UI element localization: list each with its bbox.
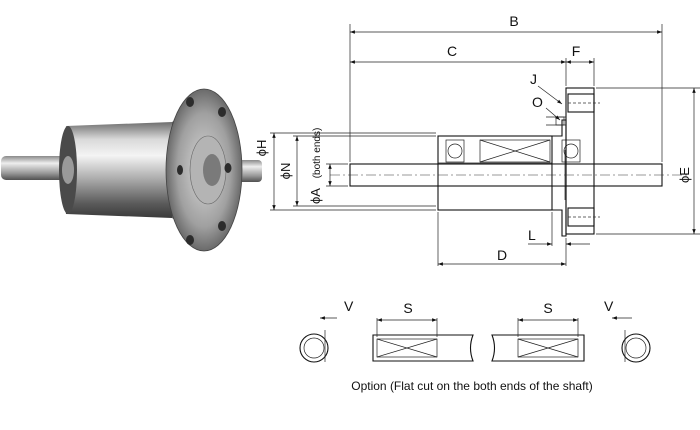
option-caption: Option (Flat cut on the both ends of the… [351,379,592,393]
label-H: ϕH [254,140,269,157]
label-F: F [572,43,581,59]
shaft-segment-right [491,334,585,362]
label-C: C [447,43,457,59]
label-A: ϕA [308,188,323,204]
label-A-note: (both ends) [312,128,323,179]
shaft-segment-left [372,334,474,362]
bearing-left [445,139,465,163]
label-O: O [532,94,543,110]
bearing-right [561,139,581,163]
label-E: ϕE [677,167,692,183]
flange-section [565,87,595,235]
label-N: ϕN [278,163,293,180]
bolt-holes [177,97,232,245]
product-photo [1,88,262,252]
label-V-right: V [604,298,614,314]
needle-bearing [479,139,551,163]
label-V-left: V [344,298,354,314]
section-drawing [330,87,690,237]
label-L: L [528,227,536,243]
dimension-labels: B C F J O D L ϕH ϕN ϕA (both ends) ϕE [254,13,692,263]
label-D: D [497,247,507,263]
label-S-left: S [403,300,412,316]
housing-cylinder [63,122,172,218]
shaft-end-right [621,333,651,363]
shaft-end-left [299,333,329,363]
housing-body [437,135,553,211]
label-S-right: S [543,300,552,316]
flat-cut-option: S S V V Option (Flat cut on the both end… [299,298,651,393]
label-J: J [530,71,537,87]
label-B: B [509,13,518,29]
dimension-lines [270,24,700,266]
